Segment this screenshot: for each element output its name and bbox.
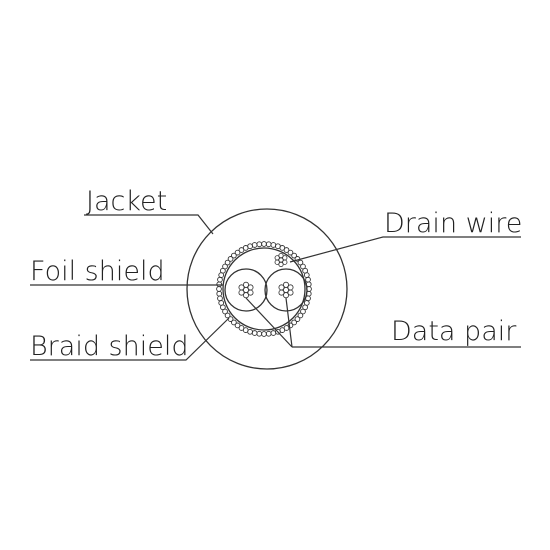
conductor-strand	[287, 284, 294, 291]
braid-bead	[218, 300, 225, 306]
braid-bead	[303, 272, 310, 278]
braid-bead	[227, 256, 234, 262]
braid-bead	[291, 252, 297, 259]
braid-bead	[283, 247, 290, 253]
conductor-strand	[242, 281, 249, 288]
drain-wire-label: Drain wire	[384, 208, 522, 239]
conductor-strand	[274, 259, 280, 265]
conductor-strand	[242, 292, 249, 299]
jacket-leader-line	[84, 214, 214, 235]
braid-bead	[251, 330, 258, 336]
braid-bead	[287, 249, 294, 256]
data-conductor-right	[264, 268, 308, 312]
drain-wire-strands	[274, 253, 288, 267]
conductor-strand	[278, 261, 284, 267]
data-pair-label: Data pair	[391, 316, 517, 347]
conductor-strand	[274, 255, 280, 261]
braid-bead	[216, 286, 222, 292]
braid-bead	[217, 276, 223, 283]
braid-bead	[231, 252, 237, 259]
braid-bead	[297, 312, 304, 319]
foil-shield-circle	[222, 247, 306, 331]
braid-bead	[287, 322, 294, 329]
conductor-strand	[247, 284, 254, 291]
braid-bead	[305, 276, 311, 283]
braid-bead	[251, 242, 258, 248]
braid-shield-leader-line	[30, 317, 230, 361]
braid-bead	[222, 263, 228, 270]
braid-bead	[247, 243, 253, 250]
conductor-strand	[282, 255, 288, 261]
conductor-strand	[278, 253, 284, 259]
braid-bead	[291, 319, 297, 326]
braid-bead	[297, 259, 304, 266]
braid-bead	[216, 281, 223, 288]
braid-shield-ring	[216, 241, 312, 337]
braid-bead	[234, 322, 241, 329]
braid-bead	[300, 308, 306, 315]
braid-bead	[224, 312, 231, 319]
braid-bead	[256, 330, 263, 337]
conductor-strand	[278, 284, 285, 291]
drain-wire-leader-line	[289, 236, 521, 263]
braid-bead	[231, 319, 237, 326]
braid-bead	[256, 241, 263, 248]
braid-bead	[270, 330, 277, 336]
braid-bead	[265, 330, 272, 337]
data-conductor-left	[224, 268, 268, 312]
conductor-strand	[238, 284, 245, 291]
braid-bead	[216, 290, 223, 297]
leader-lines	[30, 214, 521, 361]
data-conductor-right-strands	[278, 281, 294, 299]
conductor-strand	[282, 292, 289, 299]
conductor-strand	[278, 289, 285, 296]
braid-bead	[294, 316, 301, 322]
data-conductor-left-strands	[238, 281, 254, 299]
foil-shield-label: Foil shield	[30, 256, 165, 287]
braid-bead	[261, 241, 267, 247]
braid-bead	[261, 331, 267, 337]
conductor-strand	[282, 281, 289, 288]
data-pair-leader-branch-left	[245, 297, 293, 348]
braid-bead	[265, 241, 272, 248]
braid-bead	[217, 295, 223, 302]
braid-shield-label: Braid shield	[30, 331, 188, 362]
jacket-outer-circle	[186, 208, 348, 370]
braid-bead	[238, 325, 245, 331]
braid-bead	[270, 242, 277, 248]
braid-bead	[224, 259, 231, 266]
conductor-strand	[238, 289, 245, 296]
braid-bead	[234, 249, 241, 256]
jacket-label: Jacket	[86, 186, 167, 217]
data-pair-leader-branch-right	[285, 297, 293, 348]
